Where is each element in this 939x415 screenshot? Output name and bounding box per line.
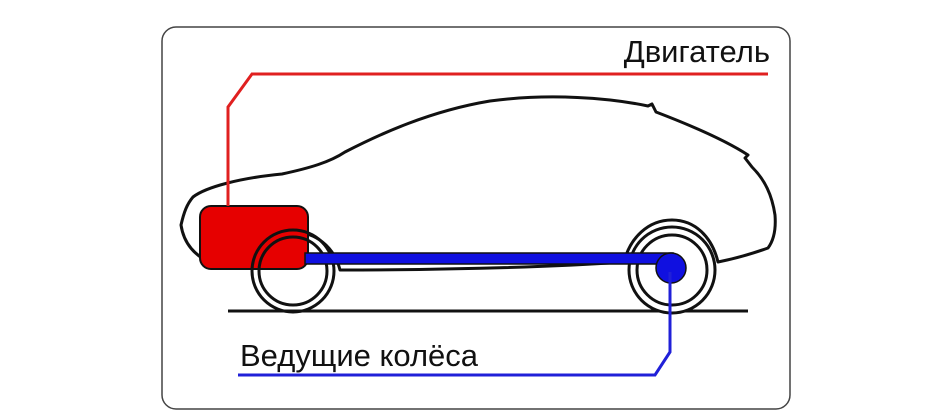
front-wheel-inner (257, 235, 329, 307)
engine-label: Двигатель (624, 34, 770, 69)
front-wheel-outer (250, 228, 336, 314)
car-body-outline (179, 95, 777, 272)
diagram-frame (161, 26, 791, 410)
engine-block (199, 205, 309, 270)
engine-leader-line (226, 72, 768, 206)
driving-wheels-label: Ведущие колёса (240, 338, 479, 373)
wheels-leader-line (238, 272, 672, 377)
drive-shaft (304, 252, 674, 265)
rear-wheel-inner (635, 233, 709, 307)
